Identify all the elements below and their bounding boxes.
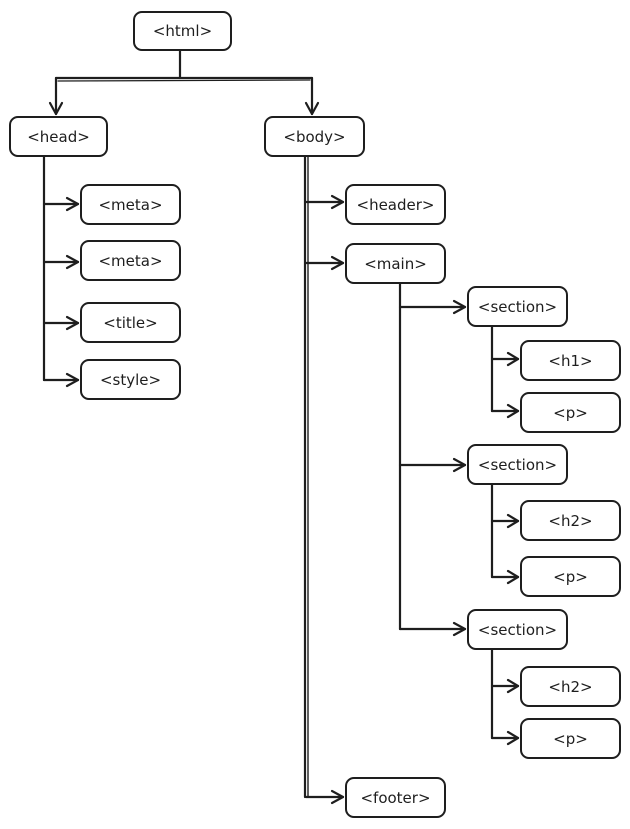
node-title: <title>	[80, 302, 181, 343]
node-p-1: <p>	[520, 392, 621, 433]
arrowhead-to-head	[48, 101, 64, 116]
arrowhead-to-meta-2	[65, 254, 80, 270]
arrowhead-to-style	[65, 372, 80, 388]
node-style: <style>	[80, 359, 181, 400]
arrowhead-to-p-1	[506, 403, 520, 419]
arrowhead-to-section-1	[452, 299, 467, 315]
node-section-1: <section>	[467, 286, 568, 327]
node-meta-1: <meta>	[80, 184, 181, 225]
node-p-2: <p>	[520, 556, 621, 597]
connector-html-bus-shadow	[57, 79, 311, 82]
arrowhead-to-header	[330, 194, 345, 210]
arrowhead-to-title	[65, 315, 80, 331]
arrowhead-to-meta-1	[65, 196, 80, 212]
arrowhead-to-section-2	[452, 457, 467, 473]
arrowhead-to-h1	[506, 351, 520, 367]
node-head: <head>	[9, 116, 108, 157]
arrowhead-to-h2-b	[506, 678, 520, 694]
node-h1: <h1>	[520, 340, 621, 381]
arrowhead-to-p-3	[506, 730, 520, 746]
node-html: <html>	[133, 11, 232, 51]
node-header: <header>	[345, 184, 446, 225]
node-p-3: <p>	[520, 718, 621, 759]
node-meta-2: <meta>	[80, 240, 181, 281]
node-main: <main>	[345, 243, 446, 284]
arrowhead-to-body	[304, 101, 320, 116]
node-footer: <footer>	[345, 777, 446, 818]
arrowhead-to-p-2	[506, 569, 520, 585]
arrowhead-to-main	[330, 255, 345, 271]
node-section-3: <section>	[467, 609, 568, 650]
node-h2-a: <h2>	[520, 500, 621, 541]
node-body: <body>	[264, 116, 365, 157]
arrowhead-to-h2-a	[506, 513, 520, 529]
node-h2-b: <h2>	[520, 666, 621, 707]
arrowhead-to-section-3	[452, 621, 467, 637]
arrowhead-to-footer	[330, 789, 345, 805]
node-section-2: <section>	[467, 444, 568, 485]
